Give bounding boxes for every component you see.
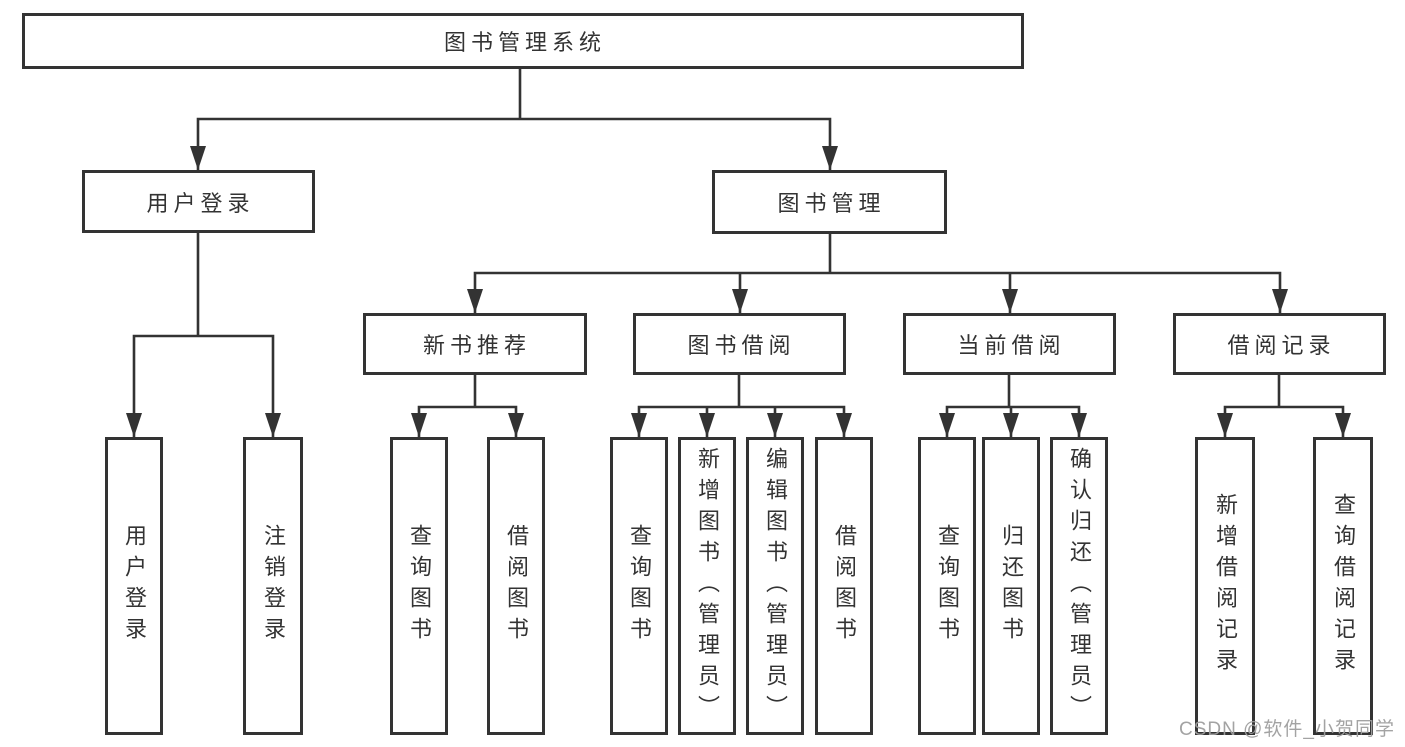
leaf-add-book-admin: 新增图书（管理员）: [678, 437, 736, 735]
node-label: 借阅记录: [1227, 333, 1336, 358]
node-label: 新书推荐: [422, 333, 531, 358]
node-label: 借阅图书: [504, 524, 529, 648]
leaf-edit-book-admin: 编辑图书（管理员）: [746, 437, 804, 735]
leaf-return-book: 归还图书: [982, 437, 1040, 735]
node-label: 查询图书: [407, 524, 432, 648]
leaf-borrow-books-recommend: 借阅图书: [487, 437, 545, 735]
node-label: 图书管理: [777, 191, 886, 216]
node-new-book-recommendation: 新书推荐: [363, 313, 587, 375]
leaf-user-login: 用户登录: [105, 437, 163, 735]
node-label: 图书借阅: [687, 333, 796, 358]
node-label: 编辑图书（管理员）: [763, 446, 788, 726]
leaf-add-borrow-record: 新增借阅记录: [1195, 437, 1255, 735]
node-label: 注销登录: [261, 524, 286, 648]
node-label: 归还图书: [999, 524, 1024, 648]
node-label: 新增借阅记录: [1213, 493, 1238, 679]
node-label: 当前借阅: [957, 333, 1066, 358]
node-label: 确认归还（管理员）: [1067, 446, 1092, 726]
node-label: 借阅图书: [832, 524, 857, 648]
leaf-logout: 注销登录: [243, 437, 303, 735]
leaf-search-books-current: 查询图书: [918, 437, 976, 735]
node-label: 查询图书: [627, 524, 652, 648]
node-book-borrowing: 图书借阅: [633, 313, 846, 375]
node-borrowing-records: 借阅记录: [1173, 313, 1386, 375]
node-library-management-system: 图书管理系统: [22, 13, 1024, 69]
node-label: 用户登录: [146, 190, 255, 216]
leaf-confirm-return-admin: 确认归还（管理员）: [1050, 437, 1108, 735]
node-label: 新增图书（管理员）: [695, 446, 720, 726]
node-label: 用户登录: [122, 524, 147, 648]
node-label: 查询借阅记录: [1331, 493, 1356, 679]
node-label: 图书管理系统: [443, 30, 606, 55]
leaf-search-books-borrow: 查询图书: [610, 437, 668, 735]
leaf-borrow-books: 借阅图书: [815, 437, 873, 735]
node-label: 查询图书: [935, 524, 960, 648]
arrowhead-icons: [126, 146, 1351, 437]
node-current-borrowing: 当前借阅: [903, 313, 1116, 375]
leaf-search-books-recommend: 查询图书: [390, 437, 448, 735]
node-book-management: 图书管理: [712, 170, 947, 234]
leaf-search-borrow-record: 查询借阅记录: [1313, 437, 1373, 735]
node-user-login: 用户登录: [82, 170, 315, 233]
csdn-watermark: CSDN @软件_小贺同学: [1179, 719, 1395, 740]
